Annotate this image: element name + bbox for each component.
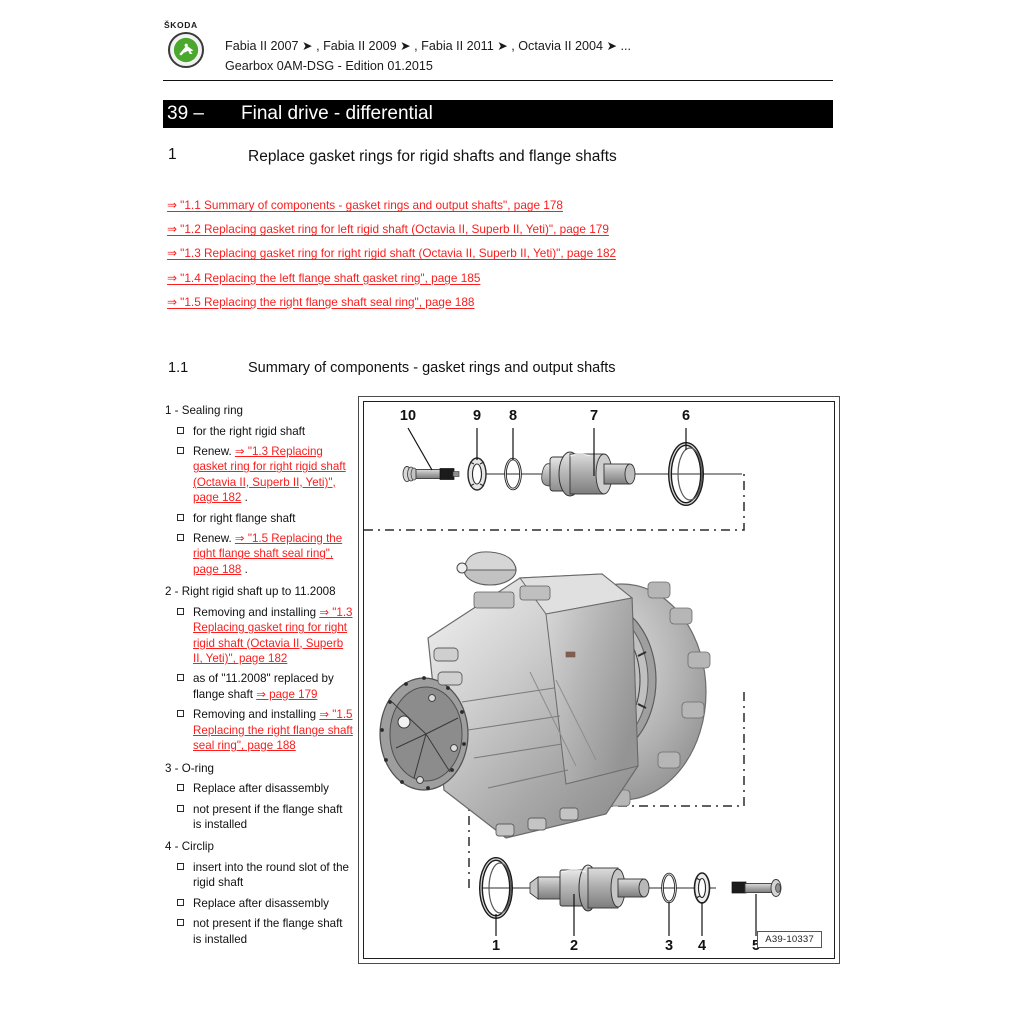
- section-number: 1: [168, 146, 177, 163]
- edition-line: Gearbox 0AM-DSG - Edition 01.2015: [225, 59, 433, 73]
- gearbox-housing-illustration: [379, 551, 711, 839]
- callout-7: 7: [589, 408, 599, 424]
- part-sub-item-text: for the right rigid shaft: [193, 424, 306, 438]
- subsection-number: 1.1: [168, 360, 189, 376]
- part-sub-item: Removing and installing ⇒ "1.3 Replacing…: [165, 605, 353, 667]
- skoda-winged-arrow-icon: [168, 32, 204, 68]
- part-sub-item-xref-link[interactable]: ⇒ "1.5 Replacing the right flange shaft …: [193, 708, 353, 753]
- exploded-view-drawing: [364, 427, 782, 936]
- xref-link-1-2[interactable]: ⇒ "1.2 Replacing gasket ring for left ri…: [167, 222, 609, 237]
- part-sub-item-text: Replace after disassembly: [193, 896, 329, 910]
- figure-illustration: 10 9 8 7 6 1 2 3 4 5: [364, 402, 834, 958]
- checkbox-bullet-icon: [177, 898, 184, 906]
- part-sub-item-xref-link[interactable]: ⇒ "1.3 Replacing gasket ring for right r…: [193, 605, 353, 666]
- checkbox-bullet-icon: [177, 804, 184, 812]
- part-sub-item: as of "11.2008" replaced by flange shaft…: [165, 671, 353, 702]
- part-heading: 3 - O-ring: [165, 761, 214, 775]
- part-sub-item: for right flange shaft: [165, 511, 353, 526]
- section-title: Replace gasket rings for rigid shafts an…: [248, 148, 617, 165]
- checkbox-bullet-icon: [177, 607, 184, 615]
- part-sub-item-text: Renew.: [193, 445, 232, 458]
- subsection-title: Summary of components - gasket rings and…: [248, 360, 616, 376]
- callout-1: 1: [491, 938, 501, 954]
- part-sub-item-text: Replace after disassembly: [193, 782, 329, 796]
- parts-legend-list: 1 - Sealing ring for the right rigid shaf…: [165, 404, 353, 947]
- part-sub-item: Replace after disassembly: [165, 781, 353, 796]
- checkbox-bullet-icon: [177, 447, 184, 454]
- checkbox-bullet-icon: [177, 674, 184, 682]
- callout-9: 9: [472, 408, 482, 424]
- callout-5: 5: [751, 938, 761, 954]
- part-9-washer: [467, 457, 487, 491]
- part-heading: 2 - Right rigid shaft up to 11.2008: [165, 585, 336, 599]
- callout-3: 3: [664, 938, 674, 954]
- part-group: 4 - Circlip insert into the round slot of…: [165, 840, 353, 947]
- part-heading: 4 - Circlip: [165, 840, 214, 854]
- part-sub-item-xref-link[interactable]: ⇒ "1.3 Replacing gasket ring for right r…: [193, 445, 346, 505]
- part-sub-item-text: not present if the flange shaft is insta…: [193, 802, 343, 831]
- part-sub-item-text: Renew.: [193, 532, 232, 546]
- part-sub-item: not present if the flange shaft is insta…: [165, 802, 353, 833]
- part-7-flange-shaft: [541, 451, 636, 497]
- chapter-title-band: 39 – Final drive - differential: [163, 100, 833, 128]
- winged-arrow-glyph: [173, 37, 199, 63]
- figure-inner-border: 10 9 8 7 6 1 2 3 4 5 A39-10337: [363, 401, 835, 959]
- callout-8: 8: [508, 408, 518, 424]
- header-text-block: Fabia II 2007 ➤ , Fabia II 2009 ➤ , Fabi…: [225, 36, 845, 76]
- brand-wordmark: ŠKODA: [164, 20, 198, 30]
- xref-link-1-1[interactable]: ⇒ "1.1 Summary of components - gasket ri…: [167, 198, 563, 212]
- callout-10: 10: [399, 408, 417, 424]
- part-sub-item-text: insert into the round slot of the rigid …: [193, 860, 349, 890]
- callout-6: 6: [681, 408, 691, 424]
- checkbox-bullet-icon: [177, 534, 184, 542]
- chapter-number: 39 –: [167, 103, 204, 124]
- figure-code-label: A39-10337: [757, 931, 822, 948]
- figure-frame: 10 9 8 7 6 1 2 3 4 5 A39-10337: [358, 396, 840, 964]
- skoda-logo: ŠKODA: [163, 20, 221, 78]
- part-sub-item: Renew. ⇒ "1.3 Replacing gasket ring for …: [165, 444, 353, 506]
- part-sub-item-tail: .: [241, 491, 248, 505]
- part-sub-item-text: Removing and installing: [193, 605, 317, 619]
- cross-reference-list: ⇒ "1.1 Summary of components - gasket ri…: [167, 198, 767, 310]
- checkbox-bullet-icon: [177, 710, 184, 718]
- part-sub-item: Replace after disassembly: [165, 896, 353, 911]
- part-sub-item: Removing and installing ⇒ "1.5 Replacing…: [165, 707, 353, 753]
- part-sub-item-xref-link[interactable]: ⇒ page 179: [256, 687, 318, 701]
- part-10-bolt: [402, 466, 460, 482]
- part-group: 1 - Sealing ring for the right rigid shaf…: [165, 404, 353, 577]
- callout-2: 2: [569, 938, 579, 954]
- part-sub-item: not present if the flange shaft is insta…: [165, 916, 353, 947]
- part-sub-item: for the right rigid shaft: [165, 424, 353, 439]
- model-list-line: Fabia II 2007 ➤ , Fabia II 2009 ➤ , Fabi…: [225, 39, 632, 53]
- part-2-rigid-shaft: [529, 864, 650, 912]
- document-header: ŠKODA Fabia II 2007 ➤ , Fabia II 2009 ➤ …: [163, 20, 863, 82]
- checkbox-bullet-icon: [177, 426, 184, 434]
- xref-link-1-5[interactable]: ⇒ "1.5 Replacing the right flange shaft …: [167, 294, 475, 309]
- part-sub-item-tail: .: [241, 562, 248, 576]
- checkbox-bullet-icon: [177, 784, 184, 792]
- part-sub-item: insert into the round slot of the rigid …: [165, 860, 353, 891]
- part-sub-item: Renew. ⇒ "1.5 Replacing the right flange…: [165, 531, 353, 577]
- header-divider: [163, 80, 833, 81]
- part-5-bolt: [731, 879, 782, 897]
- chapter-title: Final drive - differential: [241, 103, 433, 124]
- checkbox-bullet-icon: [177, 919, 184, 927]
- part-4-circlip: [693, 872, 711, 904]
- callout-4: 4: [697, 938, 707, 954]
- part-sub-item-text: Removing and installing: [193, 708, 317, 722]
- part-sub-item-xref-link[interactable]: ⇒ "1.5 Replacing the right flange shaft …: [193, 532, 343, 576]
- checkbox-bullet-icon: [177, 862, 184, 870]
- part-sub-item-text: as of "11.2008" replaced by flange shaft: [193, 672, 334, 701]
- part-heading: 1 - Sealing ring: [165, 404, 243, 417]
- xref-link-1-3[interactable]: ⇒ "1.3 Replacing gasket ring for right r…: [167, 246, 617, 261]
- part-sub-item-text: not present if the flange shaft is insta…: [193, 917, 343, 946]
- part-sub-item-text: for right flange shaft: [193, 511, 296, 525]
- xref-link-1-4[interactable]: ⇒ "1.4 Replacing the left flange shaft g…: [167, 270, 481, 285]
- checkbox-bullet-icon: [177, 513, 184, 521]
